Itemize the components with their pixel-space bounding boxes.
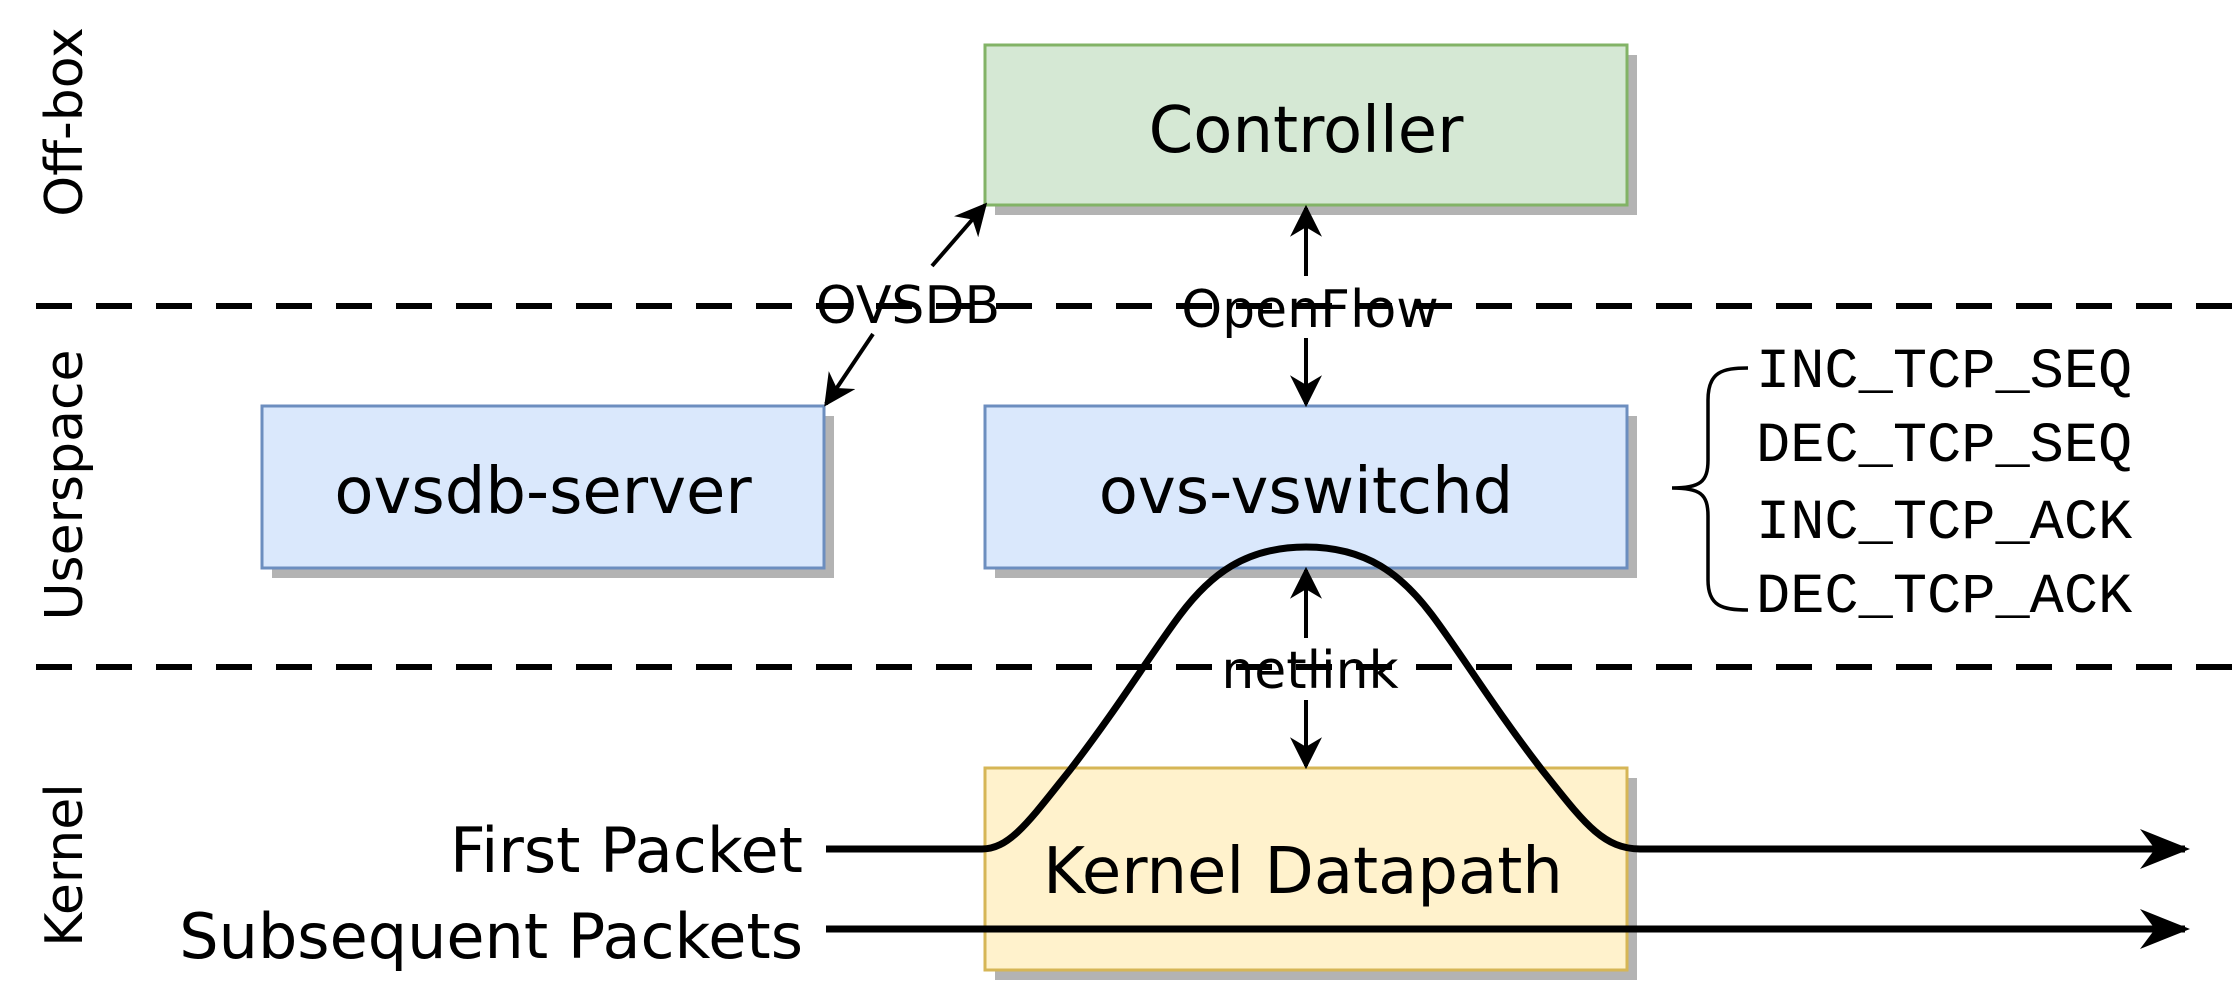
edge-label-netlink: netlink	[1221, 641, 1398, 701]
layer-label-kernel: Kernel	[35, 783, 95, 946]
layer-label-userspace: Userspace	[35, 349, 95, 620]
edge-label-openflow: OpenFlow	[1181, 280, 1439, 340]
first-packet-label: First Packet	[450, 814, 803, 887]
ovs-vswitchd-node: ovs-vswitchd	[983, 404, 1637, 578]
controller-box	[983, 43, 1629, 207]
edge-openflow: OpenFlow	[1181, 204, 1439, 408]
action-item: DEC_TCP_SEQ	[1756, 415, 2132, 479]
controller-label: Controller	[1149, 94, 1465, 168]
edge-label-ovsdb: OVSDB	[816, 276, 1000, 336]
kernel-datapath-node: Kernel Datapath	[983, 766, 1637, 980]
ovsdb-server-box	[260, 404, 826, 570]
actions-brace	[1671, 366, 1749, 612]
edge-netlink: netlink	[1221, 566, 1399, 770]
ovsdb-server-node: ovsdb-server	[260, 404, 834, 578]
action-item: INC_TCP_SEQ	[1756, 341, 2132, 405]
subsequent-packets-label: Subsequent Packets	[179, 900, 803, 973]
first-packet-path	[826, 543, 2190, 869]
ovsdb-server-label: ovsdb-server	[334, 455, 752, 529]
tcp-actions-list: INC_TCP_SEQ DEC_TCP_SEQ INC_TCP_ACK DEC_…	[1756, 341, 2133, 630]
edge-ovsdb: OVSDB	[816, 202, 1000, 407]
ovs-vswitchd-label: ovs-vswitchd	[1099, 455, 1514, 529]
action-item: DEC_TCP_ACK	[1756, 566, 2133, 630]
kernel-datapath-label: Kernel Datapath	[1043, 835, 1563, 909]
ovs-vswitchd-box	[983, 404, 1629, 570]
controller-node: Controller	[983, 43, 1637, 215]
kernel-datapath-box	[983, 766, 1629, 972]
action-item: INC_TCP_ACK	[1756, 492, 2133, 556]
layer-label-offbox: Off-box	[35, 27, 95, 217]
